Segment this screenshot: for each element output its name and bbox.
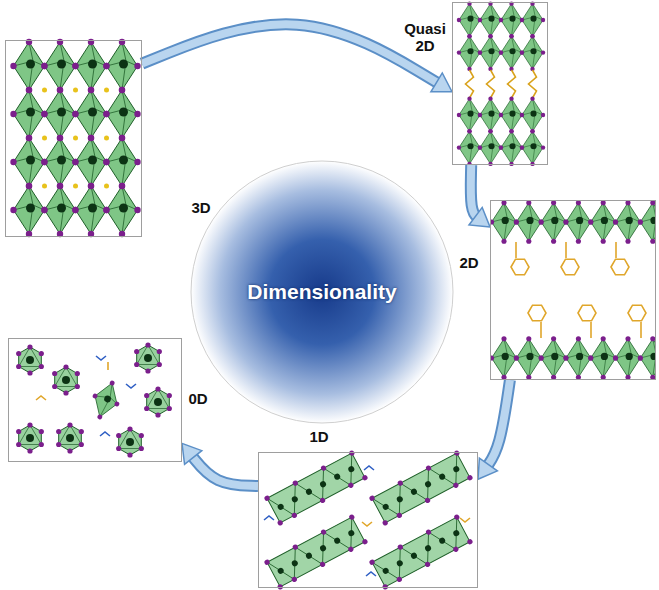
flow-arrow	[478, 380, 510, 479]
panel-ground	[490, 200, 656, 380]
dimension-label: 2D	[459, 254, 478, 271]
panel-ground	[8, 338, 182, 462]
arrow-body	[486, 380, 510, 468]
structure-panel: 0D	[8, 338, 182, 462]
arrow-outline	[471, 165, 479, 219]
dimension-label: 0D	[188, 390, 207, 407]
structure-panel: Quasi 2D	[452, 2, 548, 165]
flow-arrow	[469, 165, 490, 227]
arrow-outline	[486, 380, 510, 468]
perovskite-2d-lattice	[489, 200, 659, 380]
structure-panel: 3D	[5, 40, 142, 237]
perovskite-0d-clusters	[16, 342, 172, 457]
structure-panel: 2D	[490, 200, 656, 380]
concept-title: Dimensionality	[247, 280, 396, 304]
arrow-head	[469, 207, 490, 227]
arrow-body	[142, 24, 440, 84]
arrow-head	[182, 443, 202, 464]
arrow-body	[471, 165, 479, 219]
perovskite-quasi-2d-lattice	[457, 2, 545, 167]
structure-panel: 1D	[258, 452, 478, 588]
arrow-head	[478, 458, 497, 479]
dimension-label: Quasi 2D	[404, 20, 446, 55]
concept-circle: Dimensionality	[190, 160, 454, 424]
perovskite-1d-chains	[264, 450, 474, 590]
dimension-label: 3D	[191, 199, 210, 216]
dimension-label: 1D	[309, 428, 328, 445]
arrow-outline	[142, 24, 440, 84]
gradient-circle	[191, 161, 453, 423]
arrow-outline	[191, 454, 258, 486]
arrow-head	[431, 73, 452, 92]
arrow-body	[191, 454, 258, 486]
flow-arrow	[182, 443, 258, 486]
perovskite-3d-lattice	[10, 39, 140, 237]
